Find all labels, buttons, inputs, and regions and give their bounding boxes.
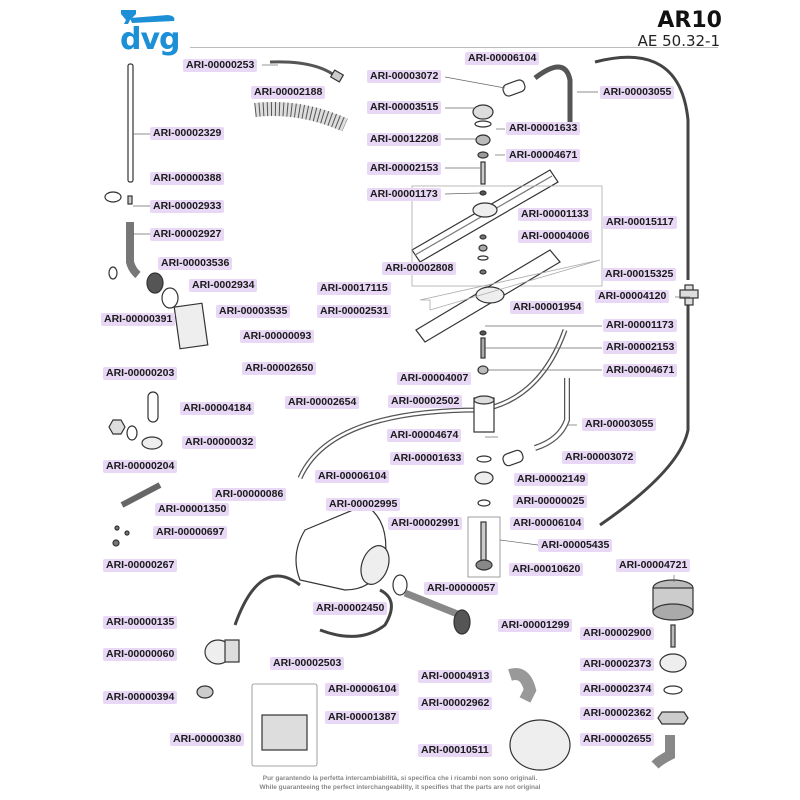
part-label[interactable]: ARI-00001633 [390, 452, 465, 465]
part-label[interactable]: ARI-00000093 [240, 330, 315, 343]
part-label[interactable]: ARI-00002655 [580, 733, 655, 746]
part-label[interactable]: ARI-00001350 [155, 503, 230, 516]
part-label[interactable]: ARI-00002503 [270, 657, 345, 670]
part-label[interactable]: ARI-00003055 [582, 418, 657, 431]
part-label[interactable]: ARI-00002502 [388, 395, 463, 408]
part-label[interactable]: ARI-00000394 [103, 691, 178, 704]
part-label[interactable]: ARI-00002374 [580, 683, 655, 696]
part-label[interactable]: ARI-00004184 [180, 402, 255, 415]
brand-logo-text: dvg [120, 22, 181, 57]
arc-pipe-part [233, 574, 301, 626]
part-label[interactable]: ARI-00005435 [538, 539, 613, 552]
part-label[interactable]: ARI-00000204 [103, 460, 178, 473]
part-label[interactable]: ARI-00010511 [418, 744, 492, 757]
part-label[interactable]: ARI-00006104 [315, 470, 390, 483]
dvg-logo-icon [121, 10, 175, 24]
heating-element-part [403, 589, 471, 635]
header-divider [190, 47, 718, 48]
part-label[interactable]: ARI-00004671 [603, 364, 678, 377]
part-label[interactable]: ARI-00010620 [509, 563, 584, 576]
part-label[interactable]: ARI-00002531 [317, 305, 392, 318]
hose-part [269, 60, 342, 82]
part-label[interactable]: ARI-00002650 [242, 362, 317, 375]
part-label[interactable]: ARI-00000025 [513, 495, 588, 508]
part-label[interactable]: ARI-00003055 [600, 86, 675, 99]
part-label[interactable]: ARI-00001387 [325, 711, 400, 724]
part-label[interactable]: ARI-00006104 [465, 52, 540, 65]
part-label[interactable]: ARI-00002450 [313, 602, 388, 615]
part-label[interactable]: ARI-00002962 [418, 697, 493, 710]
part-label[interactable]: ARI-00002991 [388, 517, 463, 530]
part-label[interactable]: ARI-00004671 [506, 149, 581, 162]
part-label[interactable]: ARI-00004007 [397, 372, 472, 385]
part-label[interactable]: ARI-00001173 [603, 319, 677, 332]
part-label[interactable]: ARI-00002153 [367, 162, 442, 175]
part-label[interactable]: ARI-00002808 [382, 262, 457, 275]
part-label[interactable]: ARI-00003072 [367, 70, 442, 83]
part-label[interactable]: ARI-00004721 [616, 559, 691, 572]
part-label[interactable]: ARI-00000380 [170, 733, 245, 746]
part-label[interactable]: ARI-00003515 [367, 101, 442, 114]
part-label[interactable]: ARI-00000203 [103, 367, 178, 380]
part-label[interactable]: ARI-00000253 [183, 59, 258, 72]
part-label[interactable]: ARI-00012208 [367, 133, 442, 146]
part-label[interactable]: ARI-00000032 [182, 436, 257, 449]
corrugated-hose-part [254, 102, 348, 132]
model-code: AE 50.32-1 [637, 32, 720, 50]
disclaimer-italian: Pur garantendo la perfetta intercambiabi… [262, 775, 538, 782]
part-label[interactable]: ARI-00000388 [150, 172, 225, 185]
part-label[interactable]: ARI-00002329 [150, 127, 225, 140]
part-label[interactable]: ARI-00000697 [153, 526, 228, 539]
part-label[interactable]: ARI-00002373 [580, 658, 655, 671]
part-label[interactable]: ARI-00002995 [326, 498, 401, 511]
part-label[interactable]: ARI-00002153 [603, 341, 678, 354]
part-label[interactable]: ARI-00003535 [216, 305, 291, 318]
part-label[interactable]: ARI-00006104 [325, 683, 400, 696]
part-label[interactable]: ARI-0002934 [189, 279, 258, 292]
pump-part [204, 639, 240, 665]
lower-spray-arm-part [415, 249, 561, 343]
upper-spray-arm-part [411, 169, 559, 263]
part-label[interactable]: ARI-00002900 [580, 627, 655, 640]
part-label[interactable]: ARI-00002362 [580, 707, 655, 720]
part-label[interactable]: ARI-00000391 [101, 313, 176, 326]
part-label[interactable]: ARI-00004913 [418, 670, 493, 683]
part-label[interactable]: ARI-00015325 [602, 268, 677, 281]
part-label[interactable]: ARI-00001633 [506, 122, 581, 135]
disclaimer-footer: Pur garantendo la perfetta intercambiabi… [200, 774, 600, 792]
part-label[interactable]: ARI-00017115 [317, 282, 391, 295]
disclaimer-english: While guaranteeing the perfect interchan… [259, 784, 541, 791]
tank-part [295, 504, 408, 596]
part-label[interactable]: ARI-00002188 [251, 86, 326, 99]
part-label[interactable]: ARI-00003072 [562, 451, 637, 464]
part-label[interactable]: ARI-00002933 [150, 200, 225, 213]
long-pipe-part [594, 55, 690, 527]
part-label[interactable]: ARI-00006104 [510, 517, 585, 530]
model-title: AR10 [657, 8, 722, 33]
part-label[interactable]: ARI-00001133 [518, 208, 592, 221]
part-label[interactable]: ARI-00000057 [424, 582, 499, 595]
tube-part [127, 63, 134, 183]
bent-tube-part [533, 64, 573, 125]
part-label[interactable]: ARI-00002927 [150, 228, 225, 241]
part-label[interactable]: ARI-00003536 [158, 257, 233, 270]
part-label[interactable]: ARI-00015117 [603, 216, 677, 229]
part-label[interactable]: ARI-00004674 [387, 429, 462, 442]
part-label[interactable]: ARI-00002149 [514, 473, 589, 486]
part-label[interactable]: ARI-00001299 [498, 619, 573, 632]
part-label[interactable]: ARI-00001954 [510, 301, 585, 314]
part-label[interactable]: ARI-00002654 [285, 396, 360, 409]
part-label[interactable]: ARI-00000135 [103, 616, 178, 629]
part-label[interactable]: ARI-00000267 [103, 559, 178, 572]
part-label[interactable]: ARI-00000060 [103, 648, 178, 661]
part-label[interactable]: ARI-00000086 [212, 488, 287, 501]
part-label[interactable]: ARI-00001173 [367, 188, 441, 201]
part-label[interactable]: ARI-00004120 [595, 290, 670, 303]
part-label[interactable]: ARI-00004006 [518, 230, 593, 243]
fitting-part [329, 69, 345, 83]
cross-fitting-part [679, 284, 699, 306]
